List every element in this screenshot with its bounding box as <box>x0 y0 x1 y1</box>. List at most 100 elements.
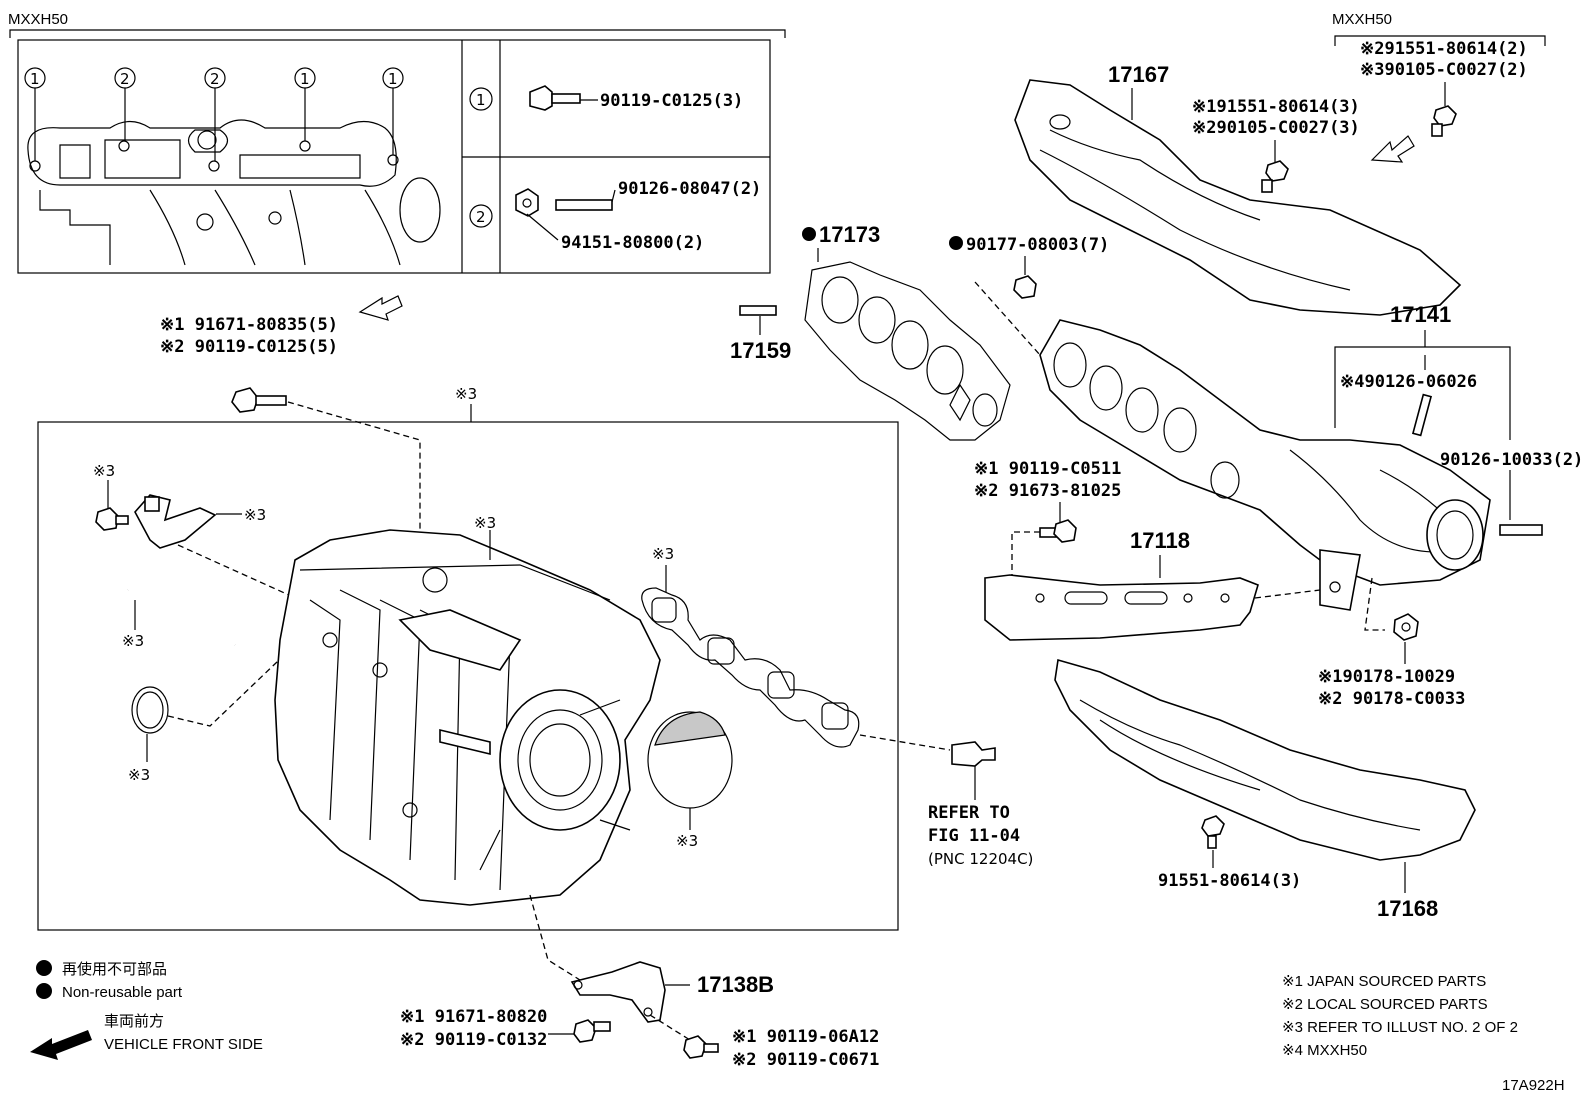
intake-flange-illustration <box>27 119 441 266</box>
sensor-icon <box>951 741 996 767</box>
legend-en-front: VEHICLE FRONT SIDE <box>104 1036 263 1053</box>
legend-jp-front: 車両前方 <box>104 1013 164 1030</box>
hose-icon <box>126 583 237 647</box>
note-90178-10029: ※190178-10029 <box>1318 667 1455 687</box>
note-91551-80614-2: ※291551-80614(2) <box>1360 39 1528 59</box>
label-17141: 17141 <box>1390 302 1451 327</box>
direction-arrow-icon <box>358 295 403 321</box>
throttle-gasket-illustration <box>647 711 733 809</box>
intake-manifold-illustration <box>274 529 661 906</box>
refer-line3: (PNC 12204C) <box>928 850 1033 868</box>
note-90126-06026: ※490126-06026 <box>1340 372 1477 392</box>
note-90105-C0027-3: ※290105-C0027(3) <box>1192 118 1360 138</box>
bolt-17167-icon <box>1261 160 1289 193</box>
ref3-hose: ※3 <box>122 632 144 650</box>
note-91671-80820: ※1 91671-80820 <box>400 1007 547 1027</box>
note-90119-C0671: ※2 90119-C0671 <box>732 1050 879 1070</box>
footnote-2: ※2 LOCAL SOURCED PARTS <box>1282 996 1488 1013</box>
heat-insulator-lower-illustration <box>1054 658 1476 861</box>
bolt-17118-icon <box>1039 519 1077 543</box>
exhaust-manifold-illustration <box>1039 319 1491 611</box>
nut-90178-icon <box>1393 613 1419 641</box>
ref3-oring: ※3 <box>128 766 150 784</box>
note-90119-C0132: ※2 90119-C0132 <box>400 1030 547 1050</box>
label-17167: 17167 <box>1108 62 1169 87</box>
inset-callouts: 1 2 2 1 1 <box>24 67 404 161</box>
legend-en-nonreusable: Non-reusable part <box>62 984 183 1001</box>
o-ring-icon <box>131 686 169 734</box>
refer-line1: REFER TO <box>928 803 1010 823</box>
callout-1: 1 <box>300 70 310 88</box>
footnote-4: ※4 MXXH50 <box>1282 1042 1367 1059</box>
note-90105-C0027-2: ※390105-C0027(2) <box>1360 60 1528 80</box>
assembly-box <box>37 421 899 931</box>
model-label-left: MXXH50 <box>8 11 68 28</box>
stud-icon <box>555 199 613 211</box>
nut-icon <box>515 188 539 217</box>
legend: 再使用不可部品 Non-reusable part 車両前方 VEHICLE F… <box>30 960 263 1060</box>
label-91551-80614-3: 91551-80614(3) <box>1158 871 1301 891</box>
note-91673-81025: ※2 91673-81025 <box>974 481 1121 501</box>
front-arrow-icon <box>30 1030 92 1060</box>
bolt-top-right-icon <box>1431 105 1457 137</box>
inset-panel: MXXH50 1 <box>8 11 786 274</box>
bolt-17168-icon <box>1201 815 1225 849</box>
flange-bolt-icon <box>231 387 287 413</box>
bolt-17138B-a-icon <box>573 1019 611 1043</box>
heat-insulator-upper-illustration <box>1014 79 1462 316</box>
illustration-code: 17A922H <box>1502 1077 1565 1094</box>
ref3-bolt: ※3 <box>93 462 115 480</box>
bracket-17138B-illustration <box>570 961 666 1023</box>
footnotes: ※1 JAPAN SOURCED PARTS ※2 LOCAL SOURCED … <box>1282 973 1518 1059</box>
bolt-icon <box>529 85 581 111</box>
nonreusable-dot-17173 <box>802 227 816 241</box>
note-90178-C0033: ※2 90178-C0033 <box>1318 689 1465 709</box>
part-90119-C0125-3: 90119-C0125(3) <box>600 91 743 111</box>
sensor-bracket-icon <box>134 494 217 549</box>
note-91671-80835: ※1 91671-80835(5) <box>160 315 338 335</box>
label-17118: 17118 <box>1130 528 1190 553</box>
refer-line2: FIG 11-04 <box>928 826 1020 846</box>
label-17173: 17173 <box>819 222 880 247</box>
note-90119-C0511: ※1 90119-C0511 <box>974 459 1121 479</box>
label-90126-10033: 90126-10033(2) <box>1440 450 1583 470</box>
bolt-17138B-b-icon <box>683 1035 719 1059</box>
label-17168: 17168 <box>1377 896 1438 921</box>
label-90177-08003: 90177-08003(7) <box>966 235 1109 255</box>
callout-2: 2 <box>120 70 130 88</box>
callout-1: 1 <box>388 70 398 88</box>
footnote-1: ※1 JAPAN SOURCED PARTS <box>1282 973 1486 990</box>
footnote-3: ※3 REFER TO ILLUST NO. 2 OF 2 <box>1282 1019 1518 1036</box>
stud-90126-06026-icon <box>1411 393 1433 437</box>
ref3-sensor: ※3 <box>244 506 266 524</box>
label-17138B: 17138B <box>697 972 774 997</box>
inset-row2-callout: 2 <box>476 208 486 226</box>
label-17159: 17159 <box>730 338 791 363</box>
part-90126-08047: 90126-08047(2) <box>618 179 761 199</box>
exhaust-gasket-illustration <box>804 261 1011 441</box>
stud-17159-icon <box>739 305 777 316</box>
ref3-box-label: ※3 <box>455 385 477 403</box>
callout-2: 2 <box>210 70 220 88</box>
legend-dot-icon <box>36 983 52 999</box>
note-91551-80614-3: ※191551-80614(3) <box>1192 97 1360 117</box>
part-94151-80800: 94151-80800(2) <box>561 233 704 253</box>
note-90119-C0125-5: ※2 90119-C0125(5) <box>160 337 338 357</box>
ref3-throttle-gasket: ※3 <box>676 832 698 850</box>
stud-90126-10033-icon <box>1499 524 1543 536</box>
note-90119-06A12: ※1 90119-06A12 <box>732 1027 879 1047</box>
intake-gasket-illustration <box>641 587 860 748</box>
nonreusable-dot-90177 <box>949 236 963 250</box>
manifold-stay-illustration <box>984 574 1259 641</box>
sensor-bolt-icon <box>95 507 129 531</box>
callout-1: 1 <box>30 70 40 88</box>
nut-90177-icon <box>1013 275 1037 299</box>
ref3-manifold: ※3 <box>474 514 496 532</box>
model-label-right: MXXH50 <box>1332 11 1392 28</box>
inset-row1-callout: 1 <box>476 91 486 109</box>
legend-jp-nonreusable: 再使用不可部品 <box>62 961 167 978</box>
ref3-gasket: ※3 <box>652 545 674 563</box>
direction-arrow-right-icon <box>1370 135 1415 163</box>
